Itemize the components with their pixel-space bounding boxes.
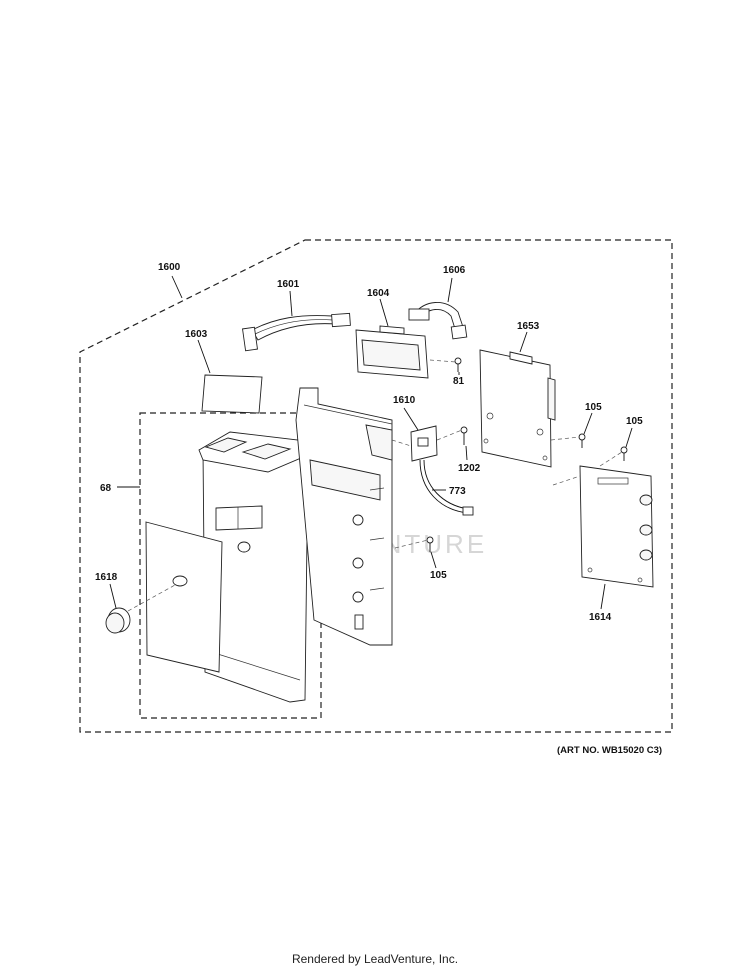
- callout-1618: 1618: [95, 572, 118, 583]
- part-1614-circuit-board: [579, 465, 654, 588]
- callout-81: 81: [453, 376, 465, 387]
- footer-credit: Rendered by LeadVenture, Inc.: [291, 952, 459, 966]
- alignment-lines: [391, 359, 623, 549]
- callout-1601: 1601: [277, 279, 300, 290]
- callout-105-a: 105: [585, 402, 602, 413]
- part-68-control-housing: [198, 431, 309, 703]
- screw-105-upper-left: [578, 433, 586, 448]
- art-number: (ART NO. WB15020 C3): [557, 745, 662, 756]
- callout-68: 68: [100, 483, 112, 494]
- part-773-wire-harness: [419, 459, 474, 516]
- screw-105-lower: [426, 536, 434, 552]
- screw-81: [454, 357, 462, 372]
- mounting-bracket: [295, 387, 393, 646]
- part-1610-connector: [410, 425, 438, 462]
- screw-1202: [460, 426, 468, 445]
- screw-105-upper-right: [620, 446, 628, 461]
- callout-105-c: 105: [430, 570, 447, 581]
- callout-1604: 1604: [367, 288, 390, 299]
- callout-1614: 1614: [589, 612, 612, 623]
- callout-773: 773: [449, 486, 466, 497]
- callout-1653: 1653: [517, 321, 540, 332]
- callout-1603: 1603: [185, 329, 208, 340]
- assembly-boundary-outline: [79, 239, 673, 733]
- front-panel-overlay: [145, 521, 223, 673]
- callout-1202: 1202: [458, 463, 481, 474]
- part-1604-display-module: [355, 325, 429, 379]
- callout-1606: 1606: [443, 265, 466, 276]
- callout-105-b: 105: [626, 416, 643, 427]
- callout-1600: 1600: [158, 262, 181, 273]
- part-1618-knob: [105, 584, 176, 634]
- part-1601-ribbon-cable: [242, 312, 351, 352]
- callout-1610: 1610: [393, 395, 416, 406]
- part-1653-circuit-board: [479, 349, 556, 468]
- callout-leaders: [109, 275, 633, 610]
- part-1603-pad: [201, 374, 263, 414]
- part-1606-flex-cable: [408, 302, 468, 340]
